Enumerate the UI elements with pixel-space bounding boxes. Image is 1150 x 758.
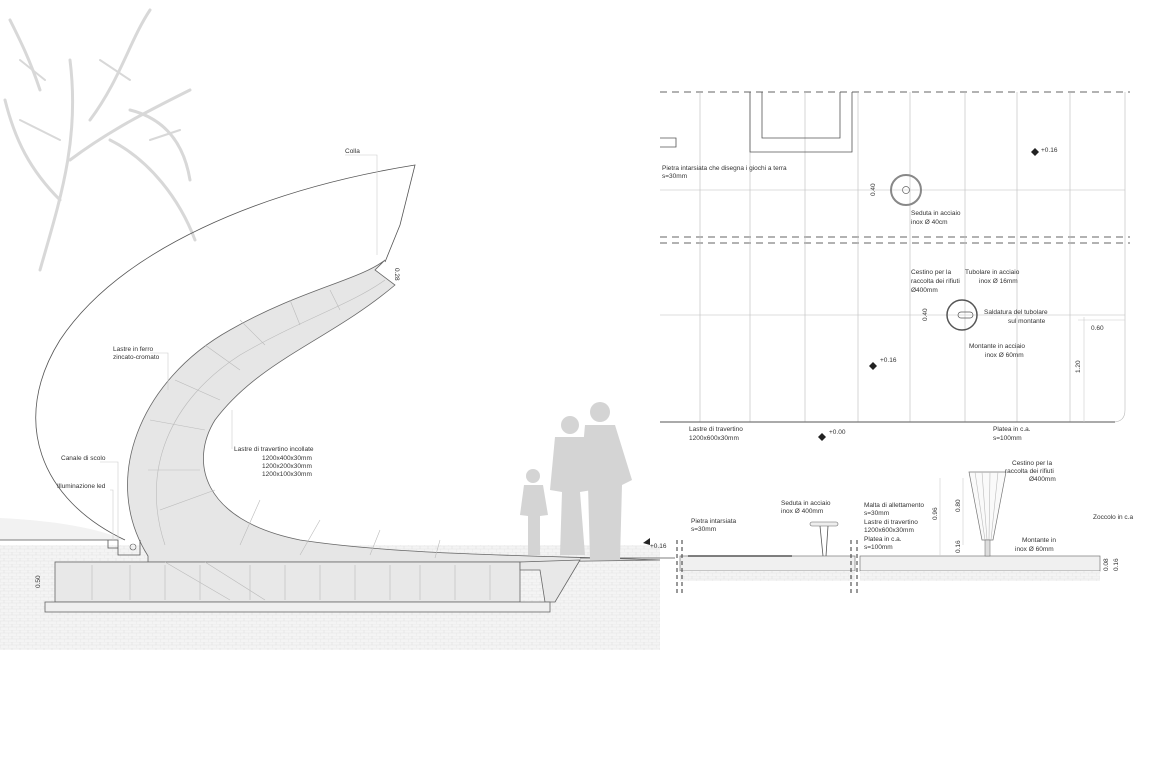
plan-dim-120: 1.20 [1075, 360, 1082, 373]
level-016: +0.16 [650, 543, 667, 550]
plan-label-cestino-2: raccolta dei rifiuti [911, 278, 960, 285]
plan-label-saldatura: Saldatura del tubolare [984, 309, 1048, 316]
level-marker-icon [643, 538, 650, 545]
sec-label-malta-2: s=30mm [864, 510, 889, 517]
seat-elevation [809, 521, 839, 527]
plan-label-lastre: Lastre di travertino [689, 426, 743, 433]
sec-label-lastre-2: 1200x600x30mm [864, 527, 914, 534]
plan-dim-040a: 0.40 [870, 183, 877, 196]
dim-050: 0.50 [35, 575, 42, 588]
plan-level-b: +0.16 [880, 357, 897, 364]
plan-label-cestino: Cestino per la [911, 269, 951, 276]
sec-label-cestino: Cestino per la [1012, 460, 1052, 467]
people-silhouettes [520, 402, 632, 560]
plan-label-platea: Platea in c.a. [993, 426, 1031, 433]
section-left-labels: Colla 0.28 Lastre in ferro zincato-croma… [35, 148, 667, 588]
sec-label-cestino-3: Ø400mm [1029, 476, 1056, 483]
plan-level-a: +0.16 [1041, 147, 1058, 154]
sec-label-platea-2: s=100mm [864, 544, 893, 551]
slab [44, 601, 551, 613]
sec-label-seduta: Seduta in acciaio [781, 500, 831, 507]
plan-label-montante-2: inox Ø 60mm [985, 352, 1024, 359]
plan-label-pietra: Pietra intarsiata che disegna i giochi a… [662, 165, 787, 172]
outer-shell [35, 164, 416, 541]
plan-label-seduta: Seduta in acciaio [911, 210, 961, 217]
label-travertino-size-2: 1200x200x30mm [262, 463, 312, 470]
sec-label-lastre: Lastre di travertino [864, 519, 918, 526]
travertine-band [127, 259, 661, 563]
section-right: Pietra intarsiata s=30mm Seduta in accia… [676, 460, 1133, 595]
plan-label-platea-2: s=100mm [993, 435, 1022, 442]
sec-dim-016: 0.16 [955, 540, 962, 553]
plan-dim-060: 0.60 [1091, 325, 1104, 332]
seat-plan-icon [890, 174, 922, 206]
terrain [0, 518, 125, 540]
label-lastre-travertino: Lastre di travertino incollate [234, 446, 314, 453]
led-light-icon [129, 543, 137, 551]
dim-028: 0.28 [393, 268, 400, 281]
travertine-joints [148, 279, 441, 559]
sec-label-zoccolo: Zoccolo in c.a [1093, 514, 1133, 521]
plan-label-saldatura-2: sul montante [1008, 318, 1046, 325]
label-illuminazione: Illuminazione led [57, 483, 106, 490]
plan-label-pietra-2: s=30mm [662, 173, 687, 180]
sec-dim-080: 0.80 [955, 499, 962, 512]
drain-channel [0, 539, 141, 556]
sec-label-montante-2: inox Ø 60mm [1015, 546, 1054, 553]
foundation-block [54, 561, 521, 603]
label-colla: Colla [345, 148, 360, 155]
tree-silhouette [3, 8, 197, 272]
sec-label-platea: Platea in c.a. [864, 536, 902, 543]
level-marker-icons [818, 148, 1039, 441]
label-travertino-size-1: 1200x400x30mm [262, 455, 312, 462]
sec-dim-008: 0.08 [1103, 558, 1110, 571]
plan-label-lastre-2: 1200x600x30mm [689, 435, 739, 442]
sec-label-cestino-2: raccolta dei rifiuti [1005, 468, 1054, 475]
foundation-joints [91, 561, 491, 601]
label-canale: Canale di scolo [61, 455, 106, 462]
sec-label-pietra: Pietra intarsiata [691, 518, 737, 525]
label-lastre-ferro-2: zincato-cromato [113, 354, 160, 361]
plan-label-tubolare: Tubolare in acciaio [965, 269, 1020, 276]
sec-label-seduta-2: inox Ø 400mm [781, 508, 823, 515]
plan-level-c: +0.00 [829, 429, 846, 436]
bin-elevation [968, 471, 1007, 541]
plan-view: Pietra intarsiata che disegna i giochi a… [660, 91, 1130, 442]
plan-label-montante: Montante in acciaio [969, 343, 1025, 350]
plan-label-tubolare-2: inox Ø 16mm [979, 278, 1018, 285]
sec-dim-016b: 0.16 [1113, 558, 1120, 571]
play-area-inlay [749, 92, 853, 153]
sec-label-malta: Malta di allettamento [864, 502, 924, 509]
sec-dim-096: 0.96 [932, 507, 939, 520]
bin-plan-icon [946, 299, 978, 331]
sec-label-pietra-2: s=30mm [691, 526, 716, 533]
plan-label-seduta-2: inox Ø 40cm [911, 219, 948, 226]
plan-dim-040b: 0.40 [922, 308, 929, 321]
label-lastre-ferro: Lastre in ferro [113, 346, 153, 353]
plan-label-cestino-3: Ø400mm [911, 287, 938, 294]
sec-label-montante: Montante in [1022, 537, 1056, 544]
label-travertino-size-3: 1200x100x30mm [262, 471, 312, 478]
